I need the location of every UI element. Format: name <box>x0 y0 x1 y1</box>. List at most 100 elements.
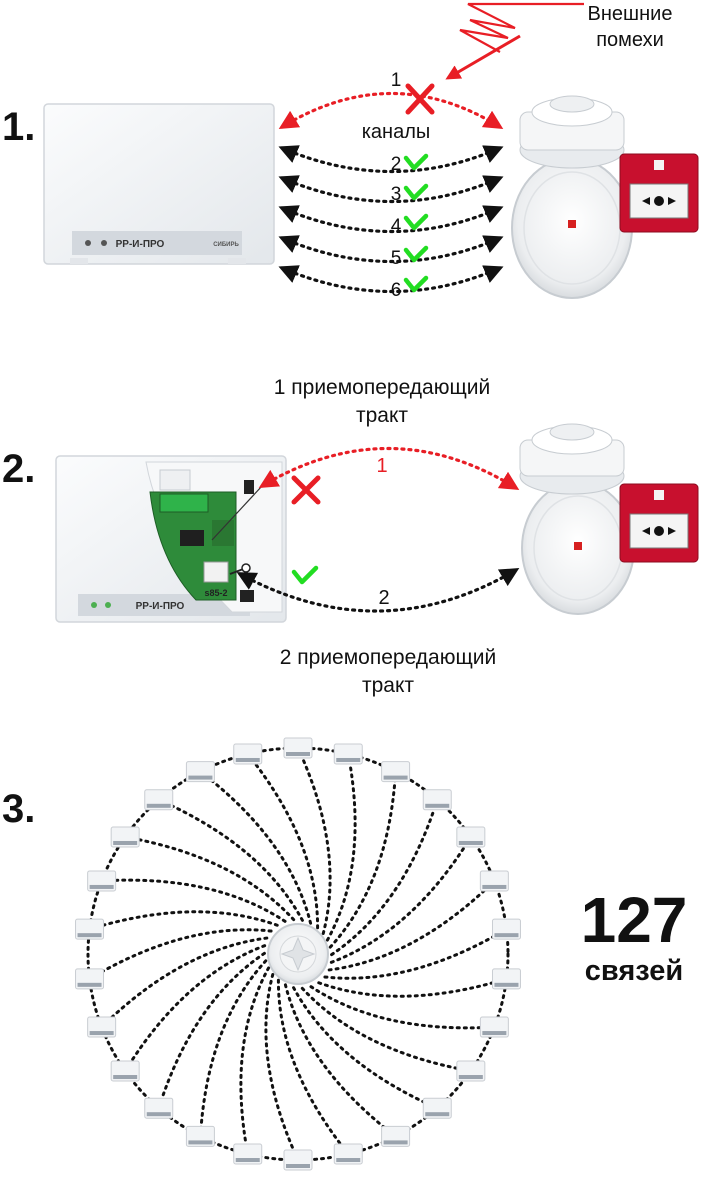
network-node-device <box>283 1149 313 1171</box>
network-node-device <box>491 968 521 990</box>
green-check-icon <box>403 245 429 263</box>
path-arc-2 <box>236 568 520 613</box>
spoke-link <box>327 835 473 965</box>
channel-arc-4 <box>278 205 504 234</box>
channel-checks <box>403 153 429 293</box>
section-1: 1. РР-И-ПРО СИБИРЬ Внешние помехи <box>2 2 699 301</box>
network-node-device <box>144 789 174 811</box>
channel-arcs <box>278 91 504 294</box>
network-node-device <box>422 1097 452 1119</box>
spoke-link <box>198 958 269 1138</box>
lightning-zigzag-icon <box>459 2 584 53</box>
network-node-device <box>456 1060 486 1082</box>
interference: Внешние помехи <box>445 2 673 80</box>
network-node-device <box>456 826 486 848</box>
section-3-number: 3. <box>2 787 35 831</box>
channel-arc-3 <box>278 175 504 204</box>
channel-number-6: 6 <box>391 280 402 301</box>
spoke-link <box>100 878 290 926</box>
spoke-link <box>100 936 273 1029</box>
spoke-link <box>88 910 283 931</box>
network-node-device <box>110 1060 140 1082</box>
green-check-icon <box>403 153 429 171</box>
network-node-device <box>75 968 105 990</box>
spoke-link <box>246 752 320 931</box>
links-count-label: связей <box>585 955 683 987</box>
device-brand-1: СИБИРЬ <box>213 242 239 248</box>
green-check-icon <box>291 565 319 585</box>
path1-label-line2: тракт <box>356 404 408 427</box>
manual-call-point-icon <box>619 153 699 233</box>
spoke-link <box>296 746 332 936</box>
path-number-1: 1 <box>376 455 387 477</box>
network-node-device <box>87 870 117 892</box>
channel-number-1: 1 <box>391 70 402 91</box>
network-node-device <box>381 761 411 783</box>
network-node-device <box>144 1097 174 1119</box>
network-node-device <box>233 1143 263 1165</box>
channel-arc-1 <box>278 91 504 130</box>
network-node-device <box>381 1125 411 1147</box>
spoke-link <box>323 879 496 972</box>
channel-number-4: 4 <box>391 216 402 237</box>
spoke-link <box>283 981 398 1138</box>
spoke-link <box>319 927 508 980</box>
hub-detector-icon <box>267 923 329 985</box>
channels-label: каналы <box>362 121 431 143</box>
path2-label-line1: 2 приемопередающий <box>280 646 496 669</box>
network-node-device <box>185 761 215 783</box>
section-3: 3. 127 связей <box>2 737 688 1171</box>
spoke-link <box>327 770 398 950</box>
spoke-link <box>157 798 306 924</box>
manual-call-point-icon <box>619 483 699 563</box>
smoke-detector-icon <box>519 423 635 615</box>
interference-arrow <box>445 34 521 80</box>
path1-label-line1: 1 приемопередающий <box>274 376 490 399</box>
spoke-link <box>325 752 357 943</box>
smoke-detector-icon <box>511 95 633 299</box>
board-label: s85-2 <box>204 588 227 598</box>
channel-number-2: 2 <box>391 154 402 175</box>
network-node-device <box>185 1125 215 1147</box>
path-arc-1 <box>258 446 520 491</box>
network-node-device <box>110 826 140 848</box>
network-node-device <box>333 743 363 765</box>
section-2-number: 2. <box>2 447 35 491</box>
channel-number-5: 5 <box>391 248 402 269</box>
spoke-link <box>88 928 277 981</box>
channel-arc-5 <box>278 235 504 264</box>
spoke-link <box>328 798 439 958</box>
interference-label-line1: Внешние <box>588 3 673 25</box>
red-cross-icon <box>405 83 435 115</box>
network-node-device <box>479 1016 509 1038</box>
spoke-link <box>264 972 300 1162</box>
path-number-2: 2 <box>378 587 389 609</box>
receiver-device-1: РР-И-ПРО СИБИРЬ <box>43 103 275 265</box>
spoke-link <box>157 950 268 1110</box>
network-node-device <box>87 1016 117 1038</box>
links-count: 127 <box>581 884 688 956</box>
spoke-link <box>298 984 473 1073</box>
green-check-icon <box>403 275 429 293</box>
path2-label-line2: тракт <box>362 674 414 697</box>
section-2: 2. 1 приемопередающий тракт 2 приемопере… <box>2 376 699 697</box>
receiver-device-2: РР-И-ПРО s85-2 <box>55 455 287 623</box>
spoke-link <box>123 835 298 924</box>
star-network <box>75 737 521 1171</box>
channel-arc-2 <box>278 145 504 174</box>
green-check-icon <box>403 183 429 201</box>
network-node-device <box>333 1143 363 1165</box>
spoke-link <box>123 943 269 1073</box>
device-label-1: РР-И-ПРО <box>116 239 165 250</box>
red-cross-icon <box>291 475 321 505</box>
device-label-2: РР-И-ПРО <box>136 601 185 612</box>
network-node-device <box>75 918 105 940</box>
section-1-number: 1. <box>2 105 35 149</box>
interference-label-line2: помехи <box>596 29 664 51</box>
spoke-link <box>198 770 313 927</box>
channel-arc-6 <box>278 265 504 294</box>
green-check-icon <box>403 213 429 231</box>
network-node-device <box>283 737 313 759</box>
channel-numbers: 1 2 3 4 5 6 <box>391 70 402 301</box>
